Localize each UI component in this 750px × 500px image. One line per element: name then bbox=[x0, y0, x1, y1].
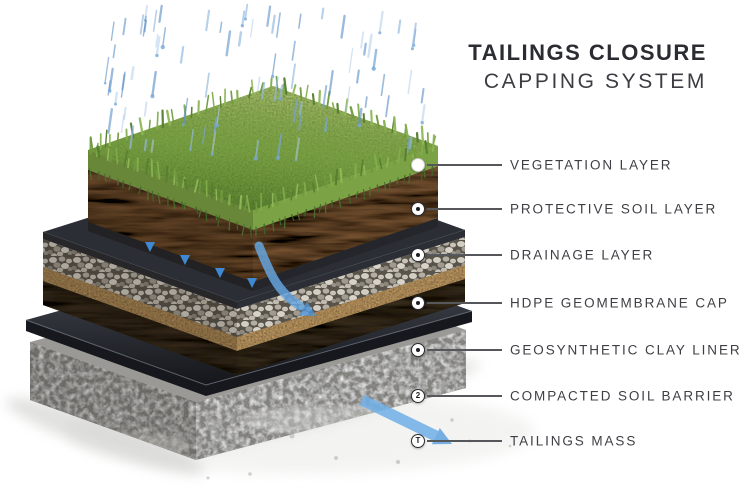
grass-band-left bbox=[88, 150, 253, 230]
middle-left-shade bbox=[43, 232, 237, 375]
soil-infiltration-arrow bbox=[215, 223, 225, 278]
lateral-drainage-arrow bbox=[254, 241, 316, 316]
hdpe-ledge-right-face bbox=[206, 311, 472, 396]
title-line-2: CAPPING SYSTEM bbox=[483, 70, 707, 93]
soil-infiltration-arrow bbox=[145, 197, 155, 252]
geotextile-right-face bbox=[253, 218, 438, 291]
geomembrane-right-face bbox=[237, 230, 465, 309]
geotextile-left-face bbox=[88, 222, 253, 291]
infiltration-arrows bbox=[145, 197, 452, 445]
title-line-1: TAILINGS CLOSURE bbox=[468, 40, 707, 65]
gravel-pebbles-right bbox=[237, 237, 465, 337]
soil-infiltration-arrow bbox=[247, 235, 257, 288]
soil-right-face bbox=[253, 166, 438, 282]
tailings-left-shade bbox=[30, 342, 196, 460]
gravel-pebbles-left bbox=[43, 239, 237, 337]
clay-left-face bbox=[43, 281, 237, 375]
top-soil-block bbox=[88, 75, 438, 291]
sand-right-face bbox=[237, 265, 465, 351]
soil-left-face bbox=[88, 170, 253, 282]
runoff-exit-arrow bbox=[359, 395, 452, 445]
top-left-shade bbox=[88, 150, 253, 291]
rainfall bbox=[103, 3, 426, 162]
sand-left-face bbox=[43, 267, 237, 351]
tailings-left-face bbox=[30, 342, 196, 460]
soil-infiltration-arrow bbox=[180, 210, 190, 265]
grass-band-right bbox=[253, 146, 438, 230]
grass-fringe bbox=[88, 75, 437, 238]
clay-right-face bbox=[237, 279, 465, 375]
geomembrane-left-face bbox=[43, 232, 237, 309]
page-title: TAILINGS CLOSURE CAPPING SYSTEM bbox=[468, 40, 707, 94]
hdpe-ledge-left-face bbox=[26, 320, 206, 396]
